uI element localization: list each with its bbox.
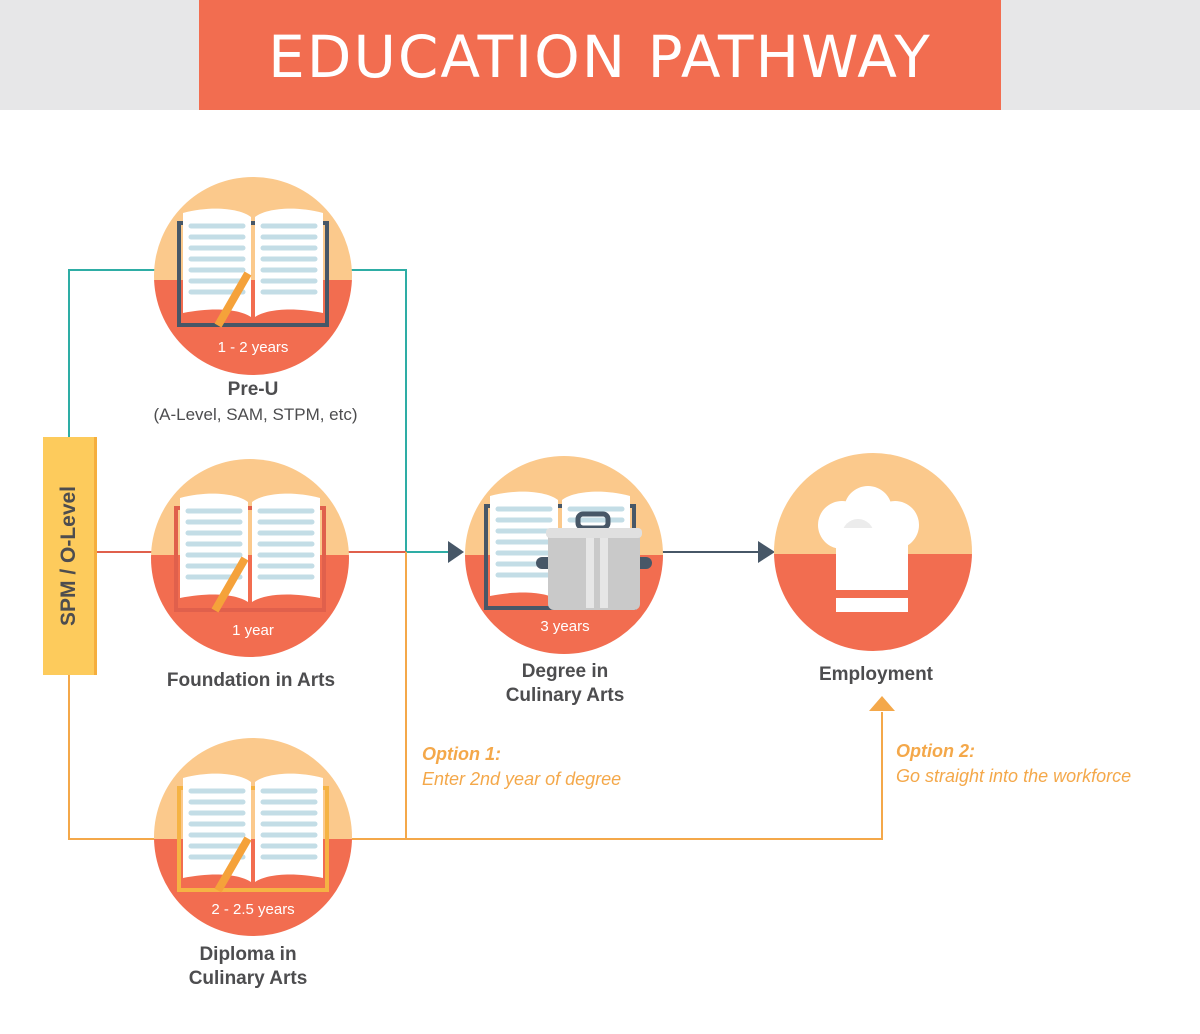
preu-sublabel: (A-Level, SAM, STPM, etc) — [153, 405, 358, 424]
option1-description: Enter 2nd year of degree — [422, 769, 622, 789]
book-and-pot-icon — [483, 492, 652, 610]
diploma-label: Diploma in Culinary Arts — [143, 943, 353, 991]
page-title: EDUCATION PATHWAY — [268, 23, 932, 91]
arrow-into-employment-option2 — [869, 696, 895, 711]
option2-title: Option 2: — [896, 741, 975, 761]
diploma-label-line1: Diploma in — [199, 944, 297, 965]
connector-spm-preu — [68, 269, 158, 437]
foundation-duration: 1 year — [232, 622, 274, 639]
spm-o-level-box: SPM / O-Level — [43, 437, 97, 675]
connector-spm-diploma — [68, 675, 156, 840]
option1-title: Option 1: — [422, 744, 501, 764]
preu-label: Pre-U — [227, 379, 279, 400]
degree-label: Degree in Culinary Arts — [460, 660, 670, 708]
arrow-into-degree — [448, 541, 464, 563]
arrow-into-employment — [758, 541, 775, 563]
employment-circle — [774, 453, 972, 651]
foundation-label: Foundation in Arts — [166, 670, 336, 691]
preu-duration: 1 - 2 years — [217, 339, 289, 356]
open-book-pencil-icon — [176, 774, 330, 893]
degree-duration: 3 years — [540, 618, 590, 635]
spm-o-level-label: SPM / O-Level — [56, 485, 80, 627]
diploma-label-line2: Culinary Arts — [188, 968, 308, 989]
degree-label-line2: Culinary Arts — [505, 685, 625, 706]
chef-hat-icon — [818, 486, 919, 612]
employment-label: Employment — [818, 664, 934, 685]
connector-diploma-degree — [350, 552, 407, 840]
connector-preu-degree — [350, 269, 448, 553]
title-banner: EDUCATION PATHWAY — [199, 0, 1001, 110]
open-book-pencil-icon — [173, 494, 327, 613]
open-book-pencil-icon — [176, 209, 330, 328]
diploma-duration: 2 - 2.5 years — [211, 901, 295, 918]
connector-diploma-employment — [406, 712, 883, 840]
degree-label-line1: Degree in — [521, 661, 609, 682]
option1-text: Option 1: Enter 2nd year of degree — [422, 742, 722, 792]
option2-text: Option 2: Go straight into the workforce — [896, 739, 1186, 789]
option2-description: Go straight into the workforce — [896, 766, 1132, 786]
preu-circle — [154, 177, 352, 375]
